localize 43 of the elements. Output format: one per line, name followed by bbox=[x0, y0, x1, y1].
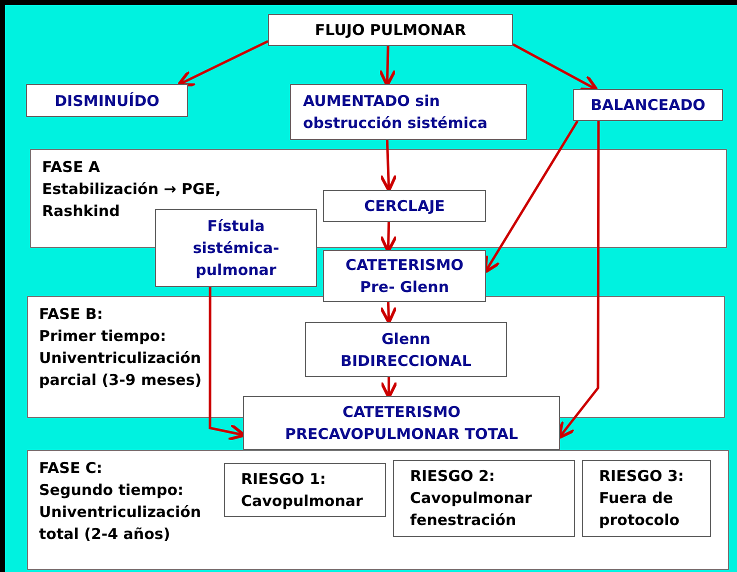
process-box bbox=[305, 322, 507, 377]
arrow bbox=[378, 46, 396, 87]
process-box bbox=[393, 460, 575, 537]
phase-panel bbox=[27, 450, 729, 570]
box-label: BALANCEADO bbox=[590, 95, 706, 116]
process-box bbox=[224, 463, 386, 517]
process-box bbox=[268, 14, 513, 46]
process-box bbox=[573, 89, 723, 121]
arrow bbox=[208, 287, 246, 441]
risk-description: Cavopulmonar bbox=[241, 491, 363, 512]
phase-panel bbox=[27, 296, 725, 418]
risk-description: Cavopulmonar fenestración bbox=[410, 488, 533, 531]
risk-heading: RIESGO 3: bbox=[599, 466, 684, 487]
box-label: FLUJO PULMONAR bbox=[314, 20, 466, 41]
arrow bbox=[484, 120, 579, 274]
box-label: CATETERISMO Pre- Glenn bbox=[344, 255, 465, 298]
arrow bbox=[177, 40, 269, 86]
arrow bbox=[512, 43, 598, 92]
arrow bbox=[380, 376, 398, 399]
arrow bbox=[379, 140, 398, 192]
process-box bbox=[582, 460, 711, 537]
arrow bbox=[380, 220, 398, 253]
phase-description: Primer tiempo: Univentriculización parcial (3-9 meses) bbox=[39, 326, 203, 391]
risk-heading: RIESGO 2: bbox=[410, 466, 495, 487]
phase-heading: FASE C: bbox=[39, 458, 104, 479]
arrow bbox=[379, 302, 398, 324]
risk-description: Fuera de protocolo bbox=[599, 488, 681, 531]
box-label: DISMINUÍDO bbox=[54, 90, 160, 112]
process-box bbox=[323, 190, 486, 222]
process-box bbox=[243, 396, 560, 450]
box-label: CATETERISMO PRECAVOPULMONAR TOTAL bbox=[284, 402, 520, 445]
phase-description: Segundo tiempo: Univentriculización total (2-4 años) bbox=[39, 480, 202, 545]
process-box bbox=[290, 84, 527, 140]
arrow bbox=[558, 121, 600, 440]
phase-heading: FASE B: bbox=[39, 304, 104, 325]
box-label: AUMENTADO sin obstrucción sistémica bbox=[303, 91, 488, 134]
box-label: Glenn BIDIRECCIONAL bbox=[340, 328, 472, 372]
risk-heading: RIESGO 1: bbox=[241, 469, 326, 490]
phase-heading: FASE A bbox=[42, 157, 102, 178]
process-box bbox=[26, 84, 188, 117]
process-box bbox=[155, 209, 317, 287]
box-label: CERCLAJE bbox=[364, 196, 445, 217]
process-box bbox=[323, 250, 486, 302]
